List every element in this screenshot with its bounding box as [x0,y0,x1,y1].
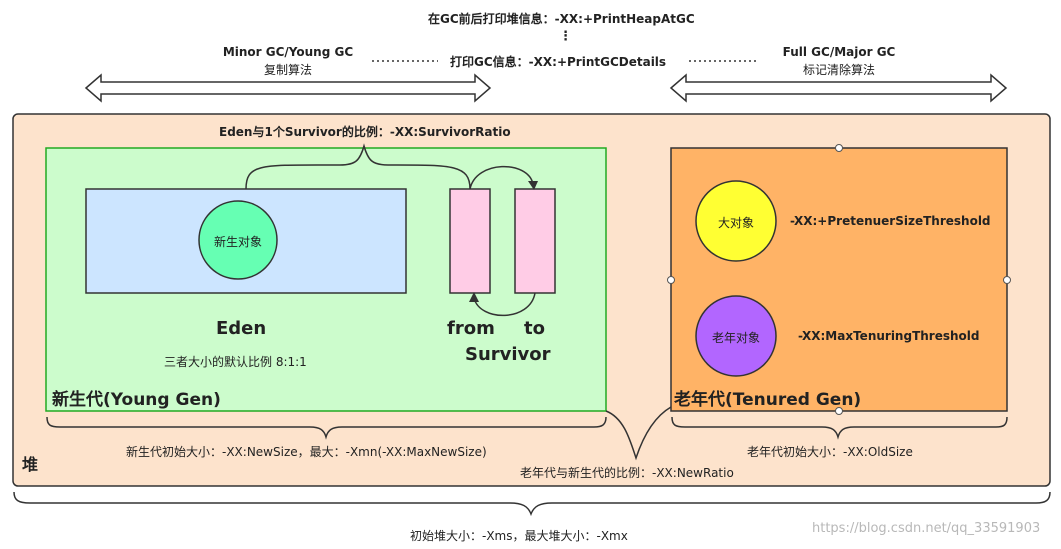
from-to-arrowhead [528,181,538,190]
heap-size-label: 初始堆大小：-Xms，最大堆大小：-Xmx [410,529,628,543]
heap-size-brace [13,491,1051,517]
from-to-arrow [469,165,534,190]
selection-handle [1003,276,1011,284]
watermark: https://blog.csdn.net/qq_33591903 [812,521,1041,536]
new-object-label: 新生对象 [213,235,262,249]
minor-gc-range-arrow [84,73,492,103]
max-tenuring-threshold-label: -XX:MaxTenuringThreshold [798,329,980,343]
heap-label: 堆 [22,455,39,474]
new-ratio-label: 老年代与新生代的比例：-XX:NewRatio [520,466,734,480]
from-label: from [447,318,495,339]
young-gen-label: 新生代(Young Gen) [52,390,221,410]
selection-handle [835,144,843,152]
young-size-label: 新生代初始大小：-XX:NewSize，最大：-Xmn(-XX:MaxNewSi… [126,445,487,459]
print-gc-details-label: 打印GC信息：-XX:+PrintGCDetails [450,55,667,69]
old-size-brace [671,416,1008,440]
survivor-from-box [449,188,491,294]
full-gc-algo-label: 标记清除算法 [802,63,875,77]
selection-handle [835,407,843,415]
big-object-label: 大对象 [717,216,754,230]
default-ratio-label: 三者大小的默认比例 8:1:1 [164,355,307,369]
old-size-label: 老年代初始大小：-XX:OldSize [747,445,913,459]
survivor-to-box [514,188,556,294]
young-size-brace [46,416,607,440]
minor-gc-algo-label: 复制算法 [263,63,312,77]
survivor-label: Survivor [465,344,551,365]
pretenure-threshold-label: -XX:+PretenuerSizeThreshold [790,214,991,228]
old-gen-label: 老年代(Tenured Gen) [674,390,862,410]
vertical-dots: ⋮ [559,29,572,44]
minor-gc-label: Minor GC/Young GC [222,45,354,59]
to-label: to [524,318,545,339]
old-object-circle [695,295,777,377]
survivor-ratio-label: Eden与1个Survivor的比例：-XX:SurvivorRatio [219,125,511,139]
big-object-circle [695,180,777,262]
full-gc-label: Full GC/Major GC [782,45,896,59]
to-from-arrowhead [469,292,479,302]
survivor-ratio-brace [245,143,471,190]
new-object-circle [198,200,278,280]
to-from-arrow [473,292,536,317]
selection-handle [667,276,675,284]
print-heap-label: 在GC前后打印堆信息：-XX:+PrintHeapAtGC [428,12,695,26]
old-object-label: 老年对象 [711,331,760,345]
new-ratio-connector [605,406,672,461]
eden-label: Eden [216,318,267,339]
full-gc-range-arrow [669,73,1008,103]
